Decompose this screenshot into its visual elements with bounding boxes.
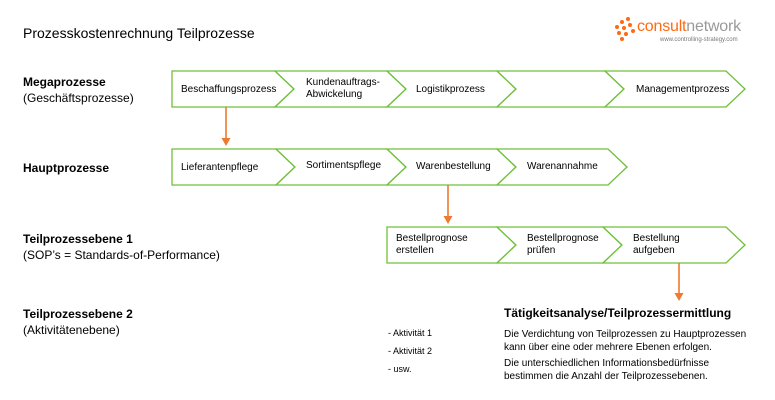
teil1-process-row xyxy=(386,226,746,264)
mega-chevron xyxy=(495,70,625,108)
level-subtitle: (SOP’s = Standards-of-Performance) xyxy=(23,248,220,262)
mega-process-row xyxy=(171,70,746,108)
activity-item: - Aktivität 1 xyxy=(388,328,433,338)
level-title: Teilprozessebene 2 xyxy=(23,307,133,321)
haupt-label: Lieferantenpflege xyxy=(181,162,259,173)
teil1-chevron xyxy=(601,226,746,264)
page-title: Prozesskostenrechnung Teilprozesse xyxy=(23,25,255,41)
haupt-process-row xyxy=(171,148,628,186)
haupt-label: Warenannahme xyxy=(527,161,598,172)
level-teil1: Teilprozessebene 1 (SOP’s = Standards-of… xyxy=(23,232,220,262)
teil1-label: Bestellprognose prüfen xyxy=(527,233,599,256)
level-title: Megaprozesse xyxy=(23,75,106,89)
level-subtitle: (Geschäftsprozesse) xyxy=(23,91,134,105)
teil1-label: Bestellung aufgeben xyxy=(633,233,680,256)
consultnetwork-logo: consultnetwork www.controlling-strategy.… xyxy=(612,14,758,48)
level-mega: Megaprozesse (Geschäftsprozesse) xyxy=(23,75,134,105)
haupt-label: Warenbestellung xyxy=(416,161,491,172)
activity-item: - Aktivität 2 xyxy=(388,346,433,356)
mega-label: Kundenauftrags- Abwickelung xyxy=(306,77,380,100)
mega-label: Logistikprozess xyxy=(416,84,485,95)
level-teil2: Teilprozessebene 2 (Aktivitätenebene) xyxy=(23,307,133,337)
mega-chevron xyxy=(603,70,746,108)
drill-down-arrow xyxy=(221,107,231,146)
level-subtitle: (Aktivitätenebene) xyxy=(23,323,120,337)
level-title: Teilprozessebene 1 xyxy=(23,232,133,246)
info-paragraph: Die unterschiedlichen Informationsbedürf… xyxy=(504,358,710,382)
level-haupt: Hauptprozesse xyxy=(23,161,109,175)
mega-label: Managementprozess xyxy=(636,84,730,95)
logo-subtext: www.controlling-strategy.com xyxy=(660,37,738,43)
haupt-label: Sortimentspflege xyxy=(306,160,382,171)
info-title: Tätigkeitsanalyse/Teilprozessermittlung xyxy=(504,306,732,320)
drill-down-arrow xyxy=(674,263,684,301)
mega-label: Beschaffungsprozess xyxy=(181,84,277,95)
teil1-label: Bestellprognose erstellen xyxy=(396,233,468,256)
level-title: Hauptprozesse xyxy=(23,161,110,175)
haupt-chevron xyxy=(495,148,628,186)
info-paragraph: Die Verdichtung von Teilprozessen zu Hau… xyxy=(504,329,747,353)
drill-down-arrow xyxy=(443,185,453,224)
activity-item: - usw. xyxy=(388,364,412,374)
logo-text: consultnetwork xyxy=(637,18,741,35)
